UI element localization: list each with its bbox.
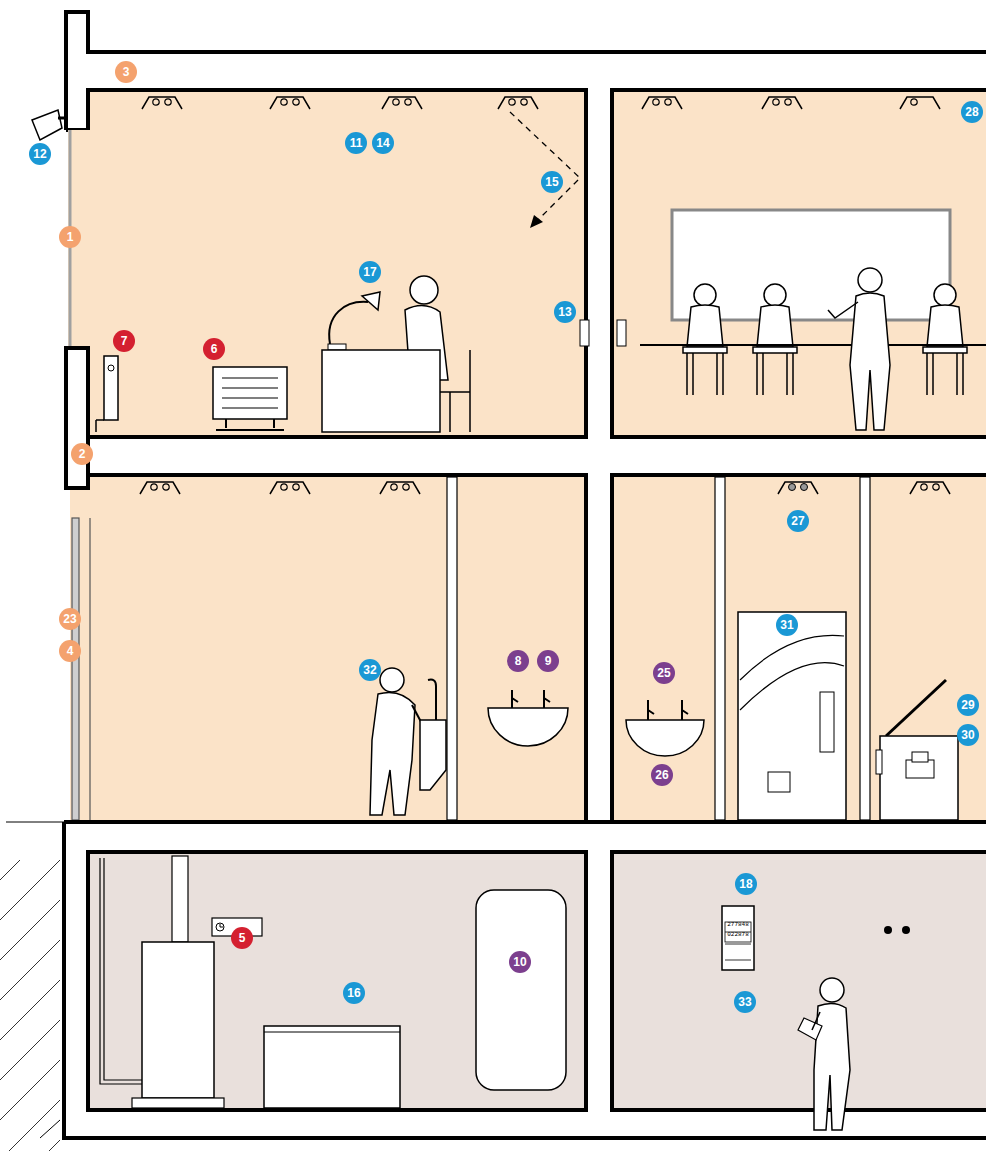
meter-reading: 022878 xyxy=(727,932,749,938)
callout-number: 31 xyxy=(776,614,798,636)
callout-number: 25 xyxy=(653,662,675,684)
callout-number: 32 xyxy=(359,659,381,681)
callout-number: 1 xyxy=(59,226,81,248)
callout-number: 27 xyxy=(787,510,809,532)
callout-number: 30 xyxy=(957,724,979,746)
callout-number: 16 xyxy=(343,982,365,1004)
callout-number: 12 xyxy=(29,143,51,165)
callout-number: 26 xyxy=(651,764,673,786)
callout-number: 18 xyxy=(735,873,757,895)
callout-number: 29 xyxy=(957,694,979,716)
callout-number: 28 xyxy=(961,101,983,123)
callout-number: 13 xyxy=(554,301,576,323)
meter-reading: 277848 xyxy=(727,922,749,928)
callout-number: 6 xyxy=(203,338,225,360)
callout-number: 2 xyxy=(71,443,93,465)
callout-number: 4 xyxy=(59,640,81,662)
callout-number: 7 xyxy=(113,330,135,352)
callout-number: 15 xyxy=(541,171,563,193)
callout-number: 8 xyxy=(507,650,529,672)
callout-number: 9 xyxy=(537,650,559,672)
callout-number: 14 xyxy=(372,132,394,154)
callout-number: 5 xyxy=(231,927,253,949)
callout-number: 3 xyxy=(115,61,137,83)
callout-number: 23 xyxy=(59,608,81,630)
callout-number: 33 xyxy=(734,991,756,1013)
callout-number: 10 xyxy=(509,951,531,973)
callout-number: 17 xyxy=(359,261,381,283)
callout-number: 11 xyxy=(345,132,367,154)
